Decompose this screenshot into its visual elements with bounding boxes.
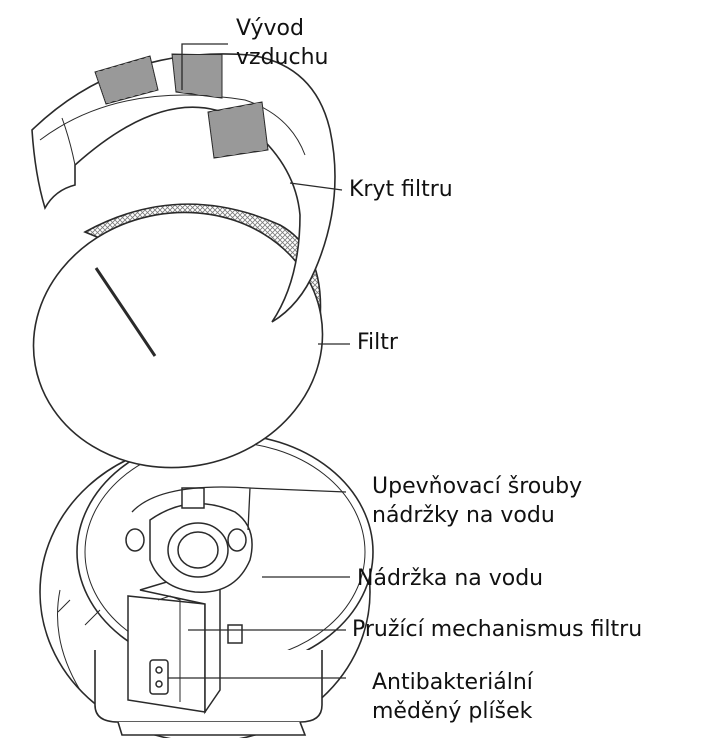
label-filter-cover-line-1: Kryt filtru <box>349 175 453 204</box>
label-copper-strip-line-1: Antibakteriální <box>372 668 533 697</box>
label-air-outlet-line-1: Vývod <box>236 14 328 43</box>
label-tank-screws: Upevňovací šrouby nádržky na vodu <box>372 472 582 530</box>
label-filter-cover: Kryt filtru <box>349 175 453 204</box>
label-copper-strip-line-2: měděný plíšek <box>372 697 533 726</box>
filter-shape <box>13 190 343 490</box>
label-filter-spring-line-1: Pružící mechanismus filtru <box>352 615 642 644</box>
label-water-tank: Nádržka na vodu <box>357 564 543 593</box>
label-air-outlet-line-2: vzduchu <box>236 43 328 72</box>
label-air-outlet: Vývod vzduchu <box>236 14 328 72</box>
label-tank-screws-line-1: Upevňovací šrouby <box>372 472 582 501</box>
label-water-tank-line-1: Nádržka na vodu <box>357 564 543 593</box>
label-filter: Filtr <box>357 328 398 357</box>
label-copper-strip: Antibakteriální měděný plíšek <box>372 668 533 726</box>
label-filter-line-1: Filtr <box>357 328 398 357</box>
label-tank-screws-line-2: nádržky na vodu <box>372 501 582 530</box>
label-filter-spring: Pružící mechanismus filtru <box>352 615 642 644</box>
